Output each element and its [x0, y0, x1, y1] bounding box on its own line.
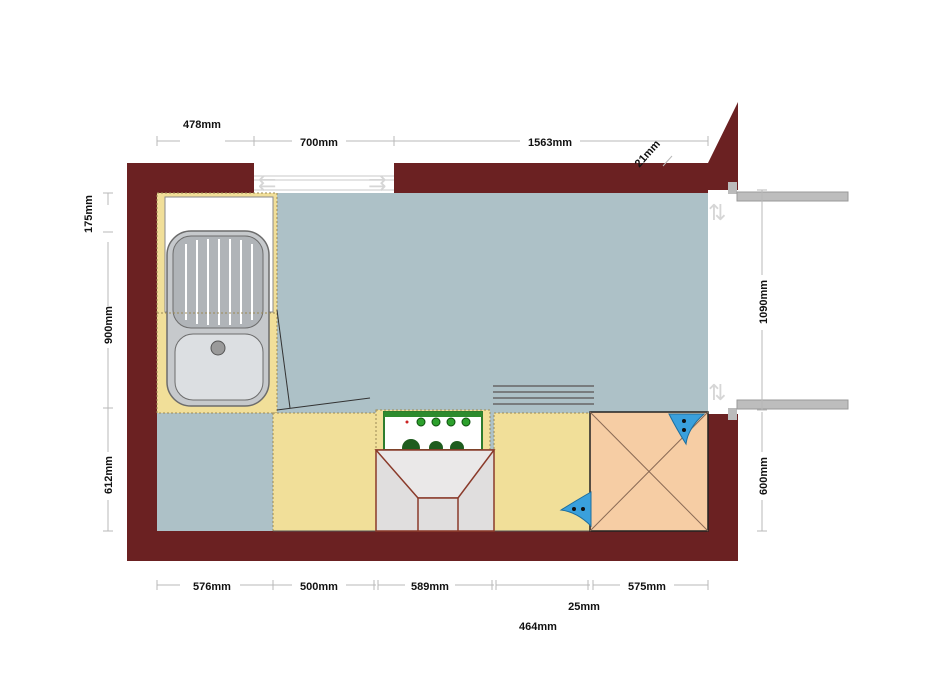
dim-left-612: 612mm: [103, 456, 115, 494]
dim-top-478: 478mm: [183, 119, 221, 131]
dim-below-464: 464mm: [519, 621, 557, 633]
dim-top-700: 700mm: [300, 137, 338, 149]
right-door: ⇅ ⇅: [708, 182, 849, 420]
dim-bottom-589: 589mm: [411, 581, 449, 593]
window-arrow-left-icon: ⇇: [258, 171, 276, 196]
cooker: [374, 409, 496, 532]
vent-grille-icon: [493, 385, 594, 405]
window-arrow-right-icon: ⇉: [368, 171, 386, 196]
dim-bottom-500: 500mm: [300, 581, 338, 593]
cooker-knob-icon: [446, 417, 456, 427]
dim-below-25: 25mm: [568, 601, 600, 613]
sink-bowl: [174, 333, 264, 401]
oven-hood-duct: [417, 497, 459, 532]
cooker-indicator-icon: [405, 420, 409, 424]
dim-bottom-576: 576mm: [193, 581, 231, 593]
top-window-opening: [254, 163, 394, 193]
outlet-marker-icon: [668, 413, 706, 446]
door-frame-bottom: [736, 399, 849, 410]
right-door-opening: [708, 190, 739, 414]
door-frame-top: [736, 191, 849, 202]
cooker-knob-icon: [431, 417, 441, 427]
dim-top-1563: 1563mm: [528, 137, 572, 149]
dim-right-1090: 1090mm: [758, 280, 770, 324]
bottom-cabinet-left: [272, 412, 377, 532]
outlet-marker-icon: [559, 491, 592, 528]
dim-left-175: 175mm: [83, 195, 95, 233]
door-arrow-down-icon: ⇅: [708, 381, 726, 406]
dim-left-900: 900mm: [103, 306, 115, 344]
sink-unit: [156, 192, 278, 414]
dimension-lines: [103, 136, 767, 590]
dim-right-600: 600mm: [758, 457, 770, 495]
cooker-knob-icon: [461, 417, 471, 427]
top-window: ⇇ ⇉: [254, 163, 394, 196]
door-arrow-up-icon: ⇅: [708, 201, 726, 226]
dim-bottom-575: 575mm: [628, 581, 666, 593]
cabinet-door-swing: [276, 309, 371, 411]
sink-drain-icon: [210, 340, 226, 356]
cooker-knob-icon: [416, 417, 426, 427]
